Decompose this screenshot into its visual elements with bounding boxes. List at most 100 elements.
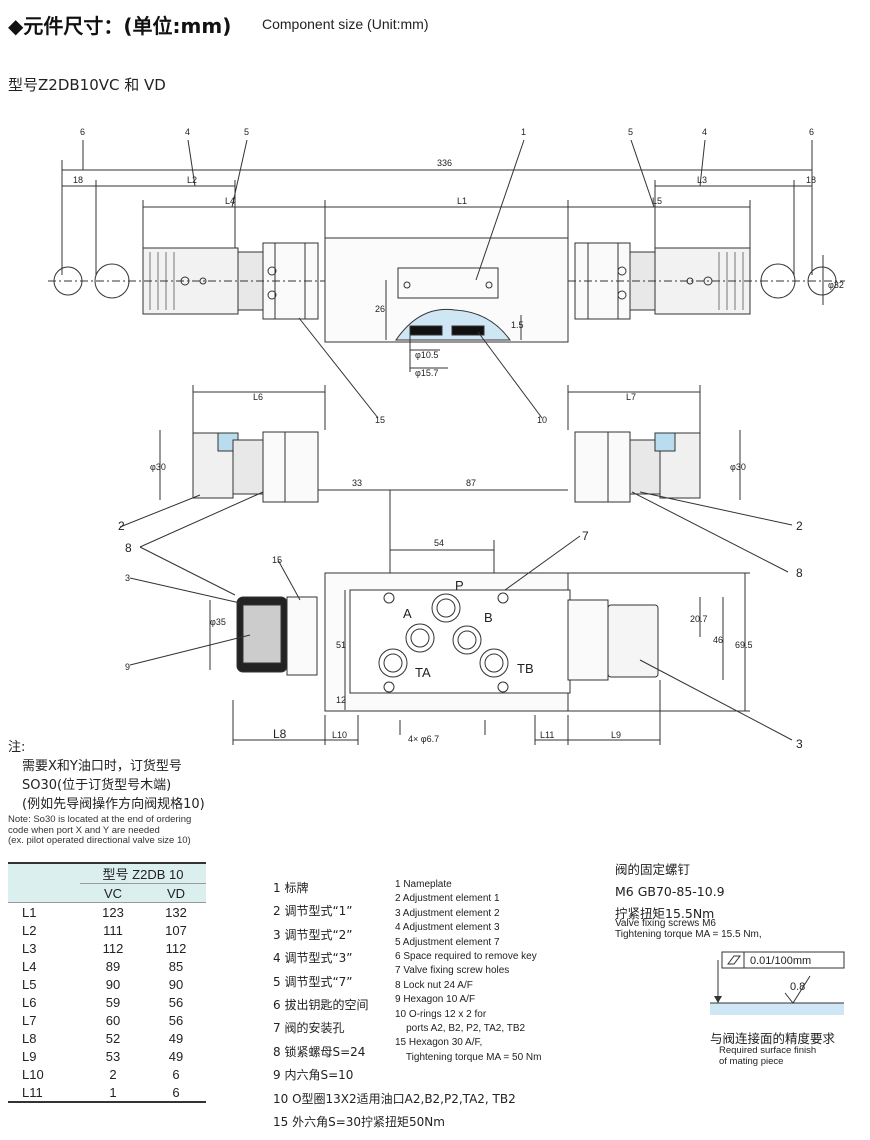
dim-33: 33: [352, 478, 362, 488]
table-cell-vc: 111: [103, 922, 123, 938]
table-row: L10 2 6: [8, 1065, 206, 1083]
dim-1-5: 1.5: [511, 320, 524, 330]
note-en-1: Note: So30 is located at the end of orde…: [8, 814, 192, 825]
note-zh-3: SO30(位于订货型号木端): [22, 778, 172, 793]
dim-12: 12: [336, 695, 346, 705]
table-col-vc: VC: [80, 883, 146, 903]
surface-finish-symbol: 0.01/100mm 0.8: [710, 951, 845, 1015]
table-cell-vc: 2: [109, 1066, 117, 1082]
table-cell-name: L9: [22, 1048, 37, 1064]
page-title: ◆元件尺寸：(单位:mm): [8, 14, 232, 38]
callout-6-right: 6: [809, 127, 814, 137]
legend-zh: 1 标牌 2 调节型式“1” 3 调节型式“2” 4 调节型式“3” 5 调节型…: [273, 877, 516, 1134]
legend-en-item: ports A2, B2, P2, TA2, TB2: [395, 1023, 526, 1035]
callout-5-right: 5: [628, 127, 633, 137]
legend-zh-item: 7 阀的安装孔: [273, 1021, 345, 1036]
screw-spec-en: Valve fixing screws M6 Tightening torque…: [615, 918, 762, 940]
legend-zh-item: 9 内六角S=10: [273, 1068, 354, 1083]
legend-en: 1 Nameplate 2 Adjustment element 1 3 Adj…: [395, 878, 541, 1065]
table-cell-vd: 49: [168, 1048, 184, 1064]
legend-en-item: 15 Hexagon 30 A/F,: [395, 1037, 483, 1049]
table-cell-vd: 85: [168, 958, 184, 974]
screw-title: 阀的固定螺钉: [615, 862, 691, 877]
dim-336: 336: [437, 158, 452, 168]
table-cell-name: L7: [22, 1012, 37, 1028]
dim-26: 26: [375, 304, 385, 314]
dim-20-7: 20.7: [690, 614, 708, 624]
legend-en-item: 7 Valve fixing screw holes: [395, 965, 510, 977]
table-cell-name: L6: [22, 994, 37, 1010]
dim-18-left: 18: [73, 175, 83, 185]
legend-en-item: 6 Space required to remove key: [395, 951, 537, 963]
callout-3-left: 3: [125, 573, 130, 583]
legend-en-item: 3 Adjustment element 2: [395, 907, 500, 919]
notes-en: Note: So30 is located at the end of orde…: [8, 814, 258, 847]
table-cell-vd: 90: [168, 976, 184, 992]
table-cell-name: L10: [22, 1066, 44, 1082]
screw-spec-code: M6 GB70-85-10.9: [615, 884, 725, 899]
table-cell-vc: 59: [105, 994, 121, 1010]
table-cell-name: L8: [22, 1030, 37, 1046]
table-cell-vd: 6: [146, 1083, 206, 1103]
screw-en-1: Valve fixing screws M6: [615, 918, 716, 929]
technical-drawing: 6 4 5 1 5 4 6 336 18 L2 L3 18 L4 L1 L5 2…: [48, 127, 845, 750]
legend-en-item: 4 Adjustment element 3: [395, 922, 500, 934]
legend-zh-item: 8 锁紧螺母S=24: [273, 1044, 366, 1059]
table-cell-vd: 56: [168, 1012, 184, 1028]
page-title-en: Component size (Unit:mm): [262, 16, 429, 32]
port-B: B: [484, 610, 493, 625]
table-cell-vd: 6: [172, 1066, 180, 1082]
callout-10: 10: [537, 415, 547, 425]
dim-87: 87: [466, 478, 476, 488]
model-label: 型号Z2DB10VC 和 VD: [8, 76, 166, 94]
dim-L5: L5: [652, 196, 662, 206]
table-cell-vc: 60: [105, 1012, 121, 1028]
dim-phi-30-right: φ30: [730, 462, 746, 472]
table-cell-vc: 90: [105, 976, 121, 992]
table-cell-name: L1: [8, 902, 80, 921]
screw-torque-zh: 拧紧扭矩15.5Nm: [615, 906, 715, 921]
legend-en-item: 8 Lock nut 24 A/F: [395, 979, 473, 991]
table-cell-vd: 132: [146, 902, 206, 921]
note-en-3: (ex. pilot operated directional valve si…: [8, 835, 191, 846]
table-cell-vc: 52: [105, 1030, 121, 1046]
dim-L3: L3: [697, 175, 707, 185]
table-row: L5 90 90: [8, 975, 206, 993]
table-cell-name: L5: [22, 976, 37, 992]
dim-phi-32: φ32: [828, 280, 844, 290]
finish-title: 与阀连接面的精度要求: [710, 1031, 836, 1046]
dim-L7: L7: [626, 392, 636, 402]
dim-51: 51: [336, 640, 346, 650]
legend-en-item: 10 O-rings 12 x 2 for: [395, 1008, 487, 1020]
finish-en-1: Required surface finish: [719, 1045, 817, 1056]
legend-zh-item: 10 O型圈13X2适用油口A2,B2,P2,TA2, TB2: [273, 1091, 516, 1106]
dim-54: 54: [434, 538, 444, 548]
callout-5-left: 5: [244, 127, 249, 137]
note-zh-4: (例如先导阀操作方向阀规格10): [22, 797, 205, 812]
note-en-2: code when port X and Y are needed: [8, 824, 160, 836]
legend-zh-item: 1 标牌: [273, 881, 309, 895]
dim-L2: L2: [187, 175, 197, 185]
table-cell-name: L11: [8, 1083, 80, 1103]
table-cell-vc: 123: [80, 902, 146, 921]
table-cell-vd: 112: [165, 940, 187, 956]
callout-9: 9: [125, 662, 130, 672]
legend-en-item: Tightening torque MA = 50 Nm: [395, 1051, 542, 1063]
port-TB: TB: [517, 661, 534, 676]
callout-2-left: 2: [118, 519, 125, 533]
table-cell-vc: 112: [102, 940, 124, 956]
dim-L4: L4: [225, 196, 235, 206]
legend-zh-item: 6 拔出钥匙的空间: [273, 998, 369, 1013]
finish-en-2: of mating piece: [719, 1056, 784, 1067]
callout-6-left: 6: [80, 127, 85, 137]
callout-3-right: 3: [796, 737, 803, 750]
table-cell-vc: 89: [105, 958, 121, 974]
legend-zh-item: 15 外六角S=30拧紧扭矩50Nm: [273, 1115, 445, 1130]
